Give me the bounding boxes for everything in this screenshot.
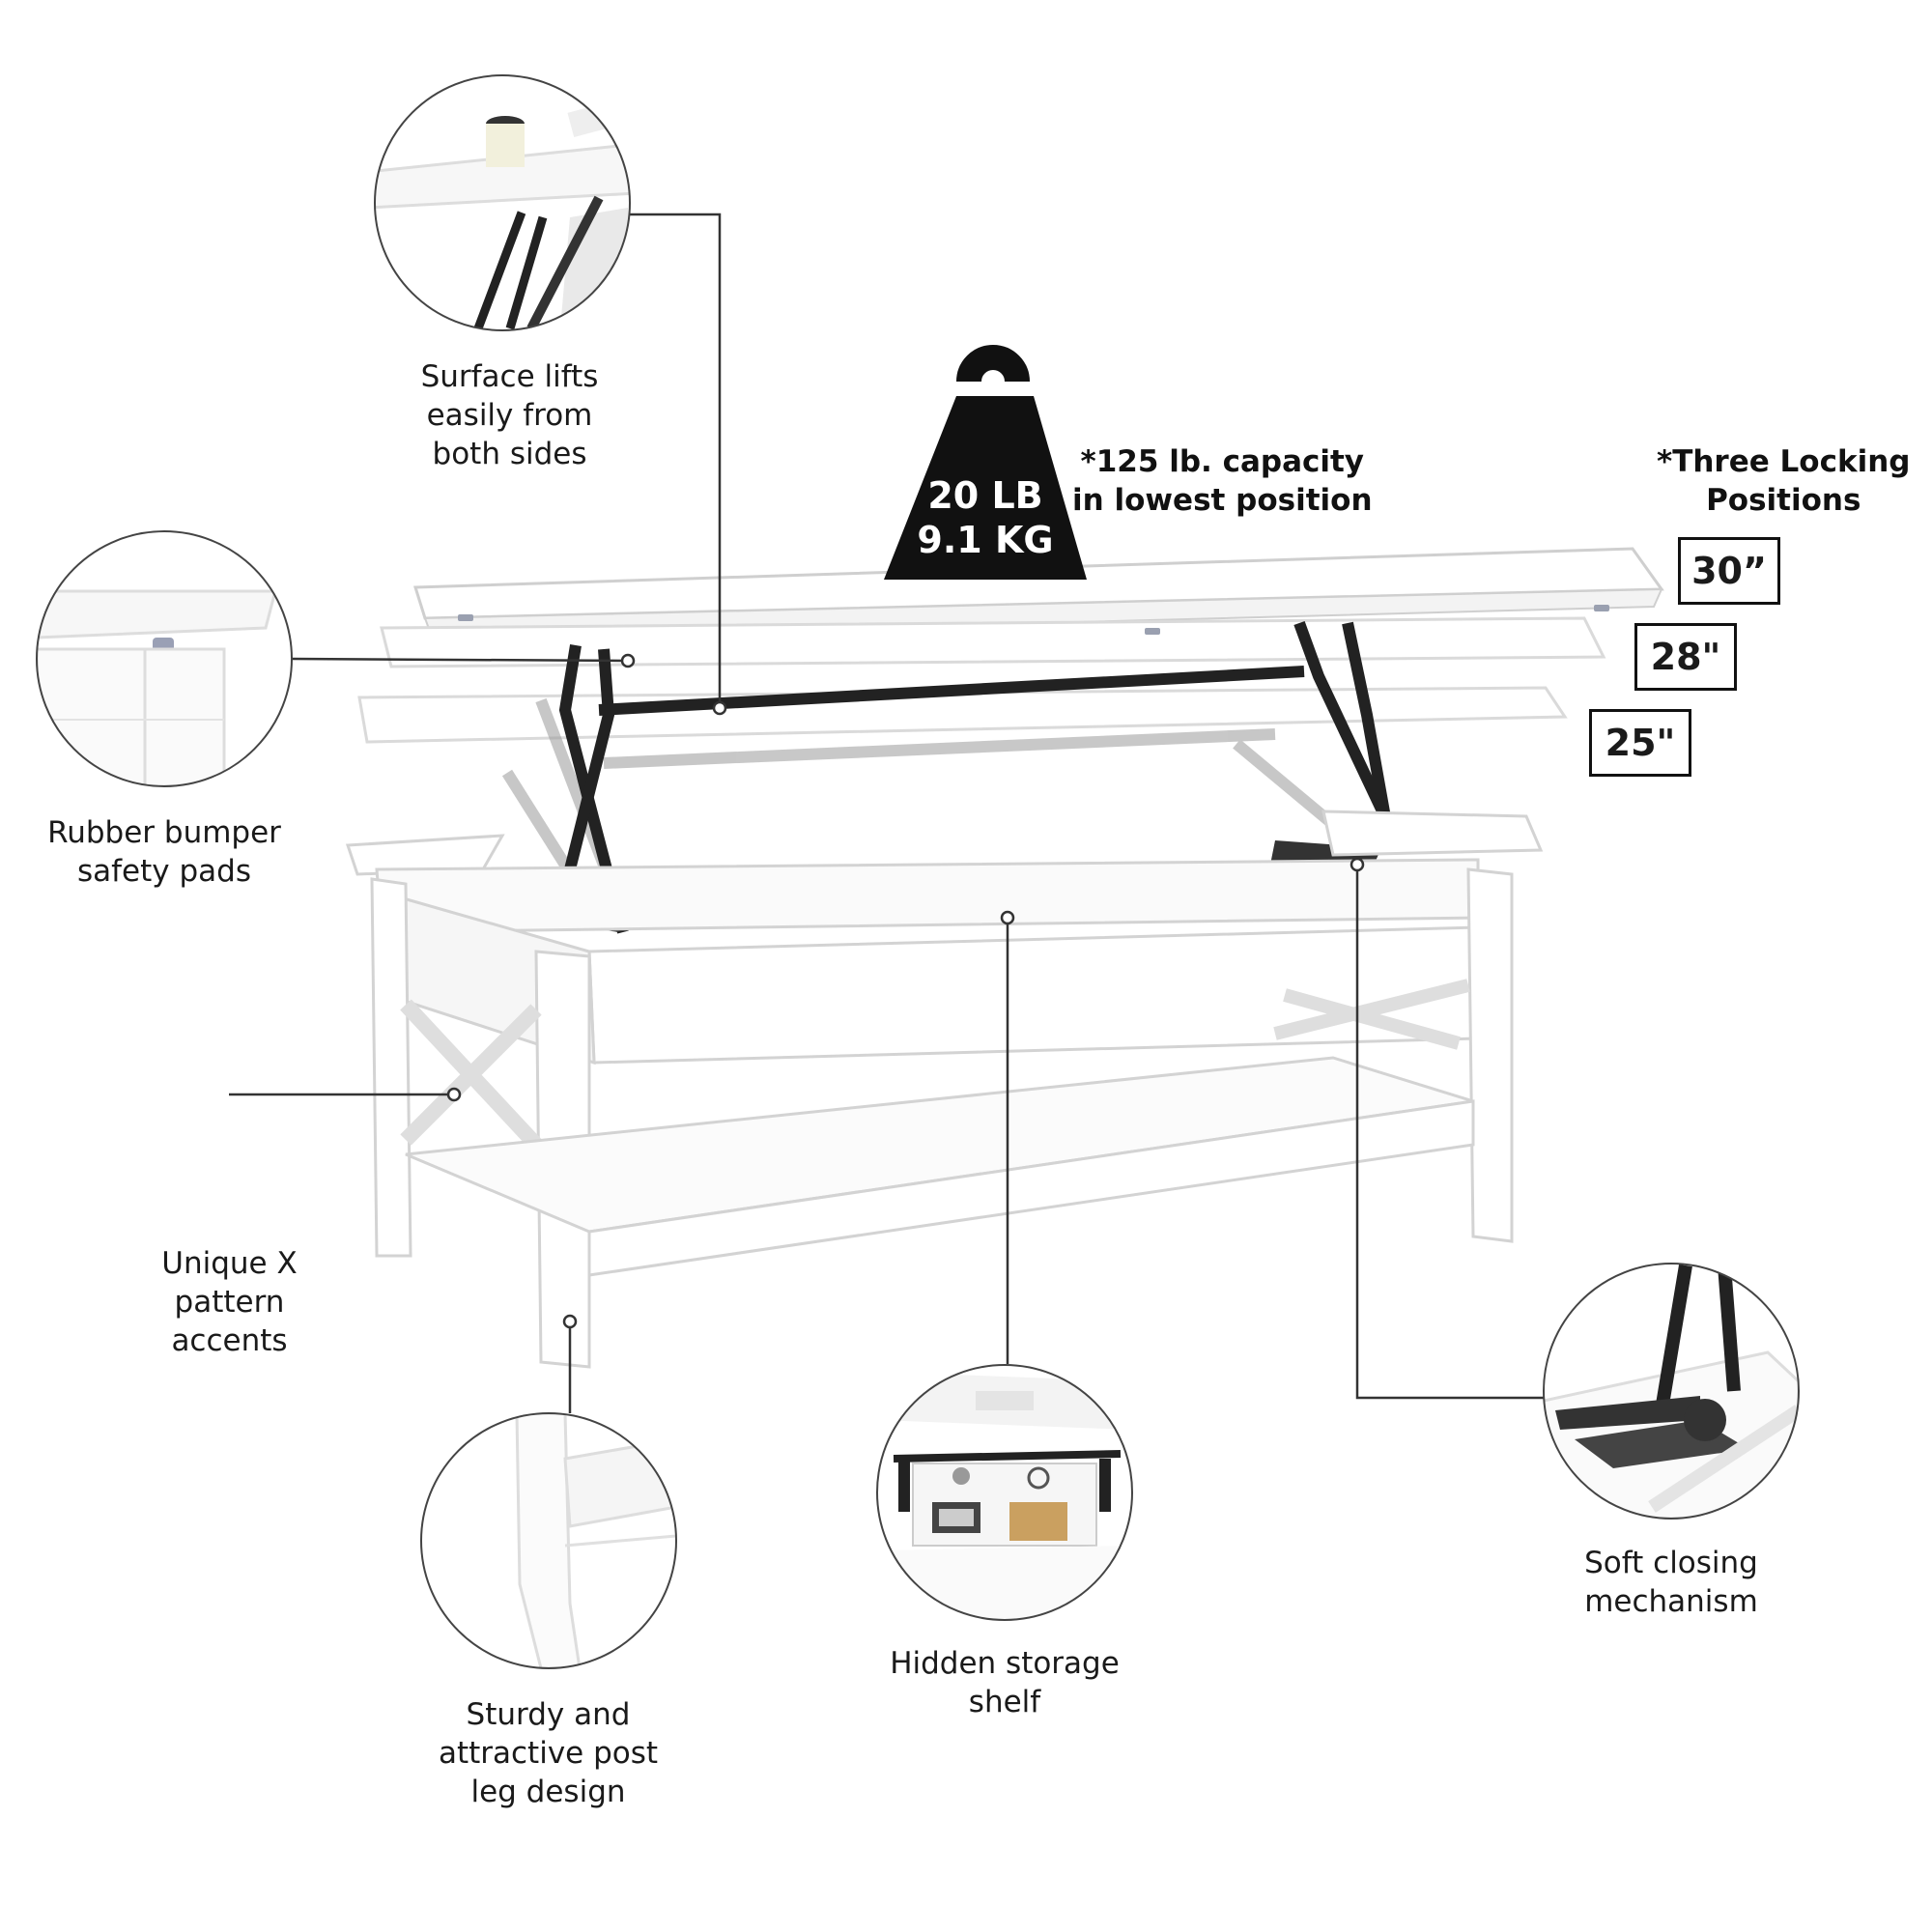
label-line: Surface lifts (420, 359, 599, 394)
locking-positions-title: *Three Locking Positions (1657, 442, 1911, 520)
label-line: safety pads (77, 854, 251, 889)
locking-title-line: *Three Locking (1657, 444, 1911, 479)
weight-icon (884, 345, 1087, 580)
label-line: Rubber bumper (47, 815, 281, 850)
label-surface-lift: Surface lifts easily from both sides (406, 357, 613, 473)
label-line: pattern (174, 1285, 285, 1320)
label-line: mechanism (1584, 1584, 1758, 1619)
label-line: Soft closing (1584, 1546, 1758, 1580)
detail-circle-storage-shelf (876, 1364, 1133, 1621)
label-line: leg design (470, 1775, 626, 1809)
table-body (345, 810, 1544, 1369)
detail-circle-surface-lift (374, 74, 631, 331)
label-storage-shelf: Hidden storage shelf (884, 1644, 1125, 1721)
detail-circle-post-leg (420, 1412, 677, 1669)
label-line: both sides (432, 437, 587, 471)
label-line: shelf (968, 1685, 1041, 1719)
locking-title-line: Positions (1706, 483, 1861, 518)
height-28-badge: 28" (1634, 623, 1737, 691)
label-line: Sturdy and (466, 1697, 631, 1732)
capacity-note-line: in lowest position (1072, 483, 1373, 518)
height-25-badge: 25" (1589, 709, 1691, 777)
height-30-badge: 30” (1678, 537, 1780, 605)
label-post-leg: Sturdy and attractive post leg design (425, 1695, 671, 1811)
detail-circle-bumper-pads (36, 530, 293, 787)
bumper-pads (458, 605, 1609, 635)
label-line: accents (171, 1323, 288, 1358)
leader-lines (229, 213, 1544, 1413)
label-line: attractive post (438, 1736, 659, 1771)
label-line: Unique X (161, 1246, 298, 1281)
capacity-note-line: *125 lb. capacity (1080, 444, 1365, 479)
leader-dots (446, 653, 1365, 1329)
label-soft-closing: Soft closing mechanism (1560, 1544, 1782, 1621)
label-x-pattern: Unique X pattern accents (126, 1244, 333, 1360)
label-line: easily from (426, 398, 593, 433)
weight-kg: 9.1 KG (917, 519, 1054, 561)
label-line: Hidden storage (890, 1646, 1120, 1681)
weight-label: 20 LB 9.1 KG (889, 473, 1082, 562)
weight-lb: 20 LB (927, 474, 1043, 517)
capacity-note: *125 lb. capacity in lowest position (1072, 442, 1373, 520)
detail-circle-soft-closing (1543, 1263, 1800, 1520)
label-bumper-pads: Rubber bumper safety pads (39, 813, 290, 891)
